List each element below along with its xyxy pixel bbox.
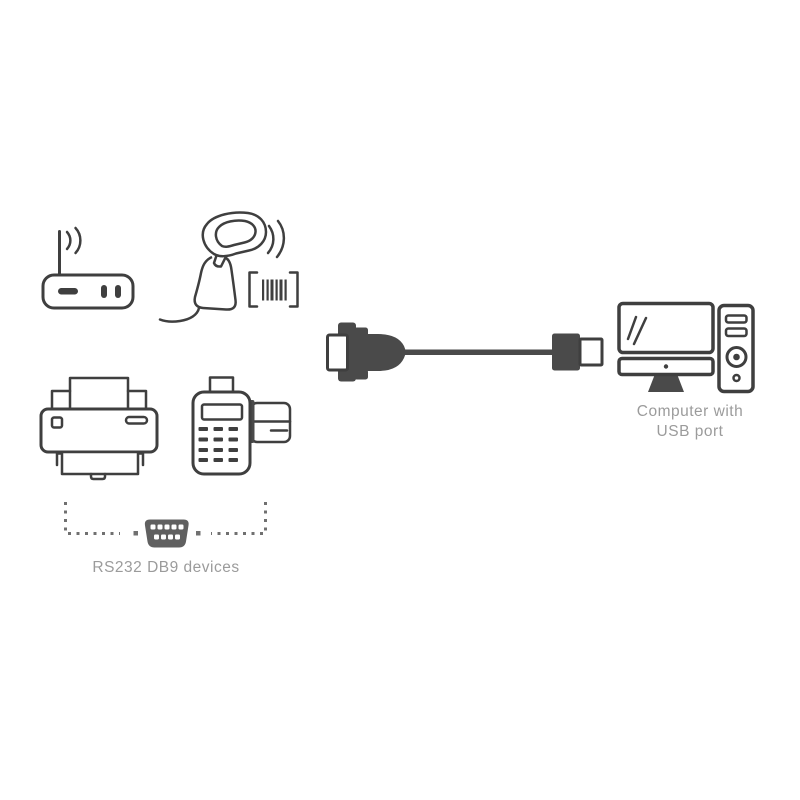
cable-wire (400, 349, 556, 355)
cable-boot (352, 334, 406, 371)
printer-tray-ear (55, 452, 64, 467)
screen-reflection (626, 315, 648, 346)
usb-plug-tip (578, 337, 604, 367)
pos-terminal-icon (191, 376, 292, 476)
wifi-waves-icon (65, 226, 82, 255)
tower-fan-hub (733, 353, 740, 361)
printer-tray-ear (136, 452, 145, 467)
monitor-power-led (663, 364, 669, 369)
scanner-cable (158, 306, 201, 323)
tower-power-button (732, 373, 741, 383)
thumbscrew-bottom (354, 369, 368, 380)
printer-left-ear (50, 389, 72, 411)
printer-body (39, 407, 159, 454)
router-led (115, 285, 121, 298)
printer-tray (60, 450, 140, 476)
router-slot (58, 288, 78, 295)
printer-right-ear (126, 389, 148, 411)
credit-card-icon (249, 401, 292, 444)
desktop-computer-icon (617, 301, 755, 394)
barcode-scanner-icon (158, 211, 299, 323)
printer-paper (68, 376, 130, 414)
scan-waves-icon (266, 219, 286, 259)
barcode-icon (248, 271, 299, 308)
db9-to-usb-cable-icon (326, 322, 604, 382)
bracket-right (211, 502, 267, 535)
tower-drive-bay (724, 327, 748, 338)
printer-output-slot (124, 415, 149, 425)
db9-bracket (64, 502, 267, 548)
router-led (101, 285, 107, 298)
tower-drive-bay (724, 314, 748, 324)
rs232-devices-caption: RS232 DB9 devices (92, 559, 240, 576)
router-body (41, 273, 135, 310)
usb-plug-body (552, 333, 580, 371)
pos-screen (200, 403, 244, 421)
db9-plug-face (326, 333, 349, 372)
bracket-left (64, 502, 120, 535)
computer-caption-line1: Computer with (636, 403, 744, 420)
pos-keypad (198, 427, 238, 462)
printer-button (50, 416, 64, 429)
thumbscrew-top (354, 327, 368, 338)
computer-caption: Computer with USB port (612, 402, 768, 442)
tower-fan (725, 346, 748, 368)
scanner-head-window (214, 219, 257, 248)
monitor-stand (648, 374, 684, 392)
wireless-router-icon (41, 226, 135, 310)
printer-foot (89, 472, 107, 481)
printer-icon (39, 376, 159, 481)
db9-connector-icon (144, 519, 189, 548)
monitor-screen (617, 301, 715, 355)
pos-body (191, 390, 252, 476)
scanner-grip (193, 255, 237, 311)
computer-caption-line2: USB port (656, 423, 724, 440)
